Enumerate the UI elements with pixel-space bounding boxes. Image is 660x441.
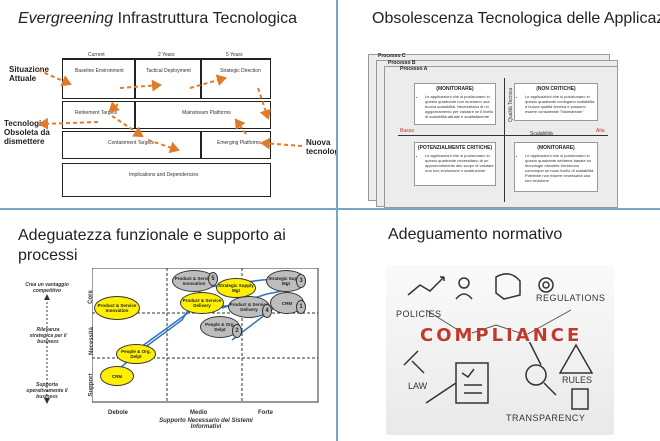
box-monitorare-top: (MONITORARE) Le applicazioni che si posi…	[414, 83, 496, 125]
warning-icon	[558, 343, 594, 374]
axis-low-x: Bassa	[400, 128, 414, 134]
cell-emerging-platforms: Emerging Platforms	[201, 131, 271, 159]
x-label-forte: Forte	[258, 410, 273, 416]
bubble-psi-grey: Product & Service Innovation	[172, 270, 216, 292]
axis-x-label: Scalabilità	[530, 131, 553, 137]
word-law: LAW	[408, 381, 428, 391]
word-policies: POLICIES	[396, 309, 442, 319]
col-2years: 2 Years	[158, 52, 175, 58]
cell-strategic-direction: Strategic Direction	[201, 59, 271, 99]
label-tecnologia-obsoleta: Tecnologia Obsoleta da dismettere	[4, 119, 50, 146]
adeguamento-title: Adeguamento normativo	[388, 226, 563, 243]
arrow-down-to-containment	[147, 139, 180, 154]
growth-icon	[407, 276, 445, 296]
arrow-nuova	[260, 137, 303, 150]
gear-icon	[538, 277, 554, 293]
badge-1: 1	[296, 300, 306, 314]
label-situazione-attuale: Situazione Attuale	[9, 65, 50, 83]
box-potenzialmente-critiche: (POTENZIALMENTE CRITICHE) Le applicazion…	[414, 142, 496, 186]
arrow-baseline-tactical	[119, 79, 162, 92]
cell-tactical-deployment: Tactical Deployment	[135, 59, 201, 99]
label-nuova-tecnologia: Nuova tecnologia	[306, 138, 336, 156]
bubble-psd-yellow: Product & Service Delivery	[180, 292, 224, 314]
col-5years: 5 Years	[226, 52, 243, 58]
adeguatezza-title: Adeguatezza funzionale e supporto ai pro…	[18, 227, 286, 264]
axis-high-x: Alta	[596, 128, 605, 134]
x-label-debole: Debole	[108, 410, 129, 416]
bubble-crm-yellow: CRM	[100, 366, 134, 386]
box-monitorare-bottom: (MONITORARE) Le applicazioni che si posi…	[514, 142, 598, 192]
quadrant-obsolescenza: Obsolescenza Tecnologica delle Applicazi…	[338, 0, 660, 208]
badge-3: 3	[296, 274, 306, 288]
magnifier-icon	[525, 364, 547, 386]
sheet-label-c: Processo C	[378, 53, 406, 59]
badge-2: 2	[232, 324, 242, 338]
arrow-to-retirement	[108, 101, 120, 113]
badge-4: 4	[262, 304, 272, 318]
sheet-label-b: Processo B	[388, 60, 416, 66]
arrow-retirement-obsoleta	[38, 117, 99, 130]
col-current: Current	[88, 52, 105, 58]
obsolescenza-title-line1: Obsolescenza Tecnologica delle Applicazi…	[372, 10, 660, 27]
box-non-critiche: (NON CRITICHE) Le applicazioni che si po…	[514, 83, 598, 121]
quadrant-evergreening: Evergreening Infrastruttura Tecnologica …	[0, 0, 336, 208]
bubble-ssm-yellow: Strategic Supply Mgt	[216, 278, 256, 298]
side-rilevanza: Rilevanza strategica per il business	[29, 327, 67, 345]
arrow-baseline-containment	[111, 115, 144, 138]
cell-implications: Implications and Dependencies	[62, 163, 271, 197]
bubble-crm-grey: CRM	[270, 292, 304, 314]
compliance-illustration: POLICIES REGULATIONS COMPLIANCE LAW RULE…	[386, 265, 614, 435]
cell-mainstream-platforms: Mainstream Platforms	[135, 101, 271, 129]
quadrant-adeguatezza: Adeguatezza funzionale e supporto ai pro…	[0, 210, 336, 441]
word-regulations: REGULATIONS	[536, 293, 606, 303]
person-icon	[458, 277, 470, 289]
bubble-psi-yellow: Product & Service Innovation	[94, 296, 140, 320]
clipboard-icon	[455, 362, 489, 404]
cell-baseline-environment: Baseline Environment	[62, 59, 135, 99]
title-rest: Infrastruttura Tecnologica	[113, 10, 297, 27]
cell-retirement-targets: Retirement Targets	[62, 101, 135, 129]
title-italic: Evergreening	[18, 10, 114, 27]
side-double-arrow	[44, 294, 50, 404]
side-crea-vantaggio: Crea un vantaggio competitivo	[25, 282, 69, 294]
matrix-axis-vertical	[504, 78, 505, 202]
horizontal-divider	[0, 208, 660, 210]
x-label-medio: Medio	[190, 410, 208, 416]
bubble-ssm-grey: Strategic Supply Mgt	[266, 270, 306, 292]
arrow-strategic-down	[257, 87, 272, 120]
arrow-situazione	[37, 69, 72, 87]
head-question-icon	[495, 273, 521, 300]
lifecycle-arrows	[37, 69, 303, 154]
badge-5: 5	[208, 272, 218, 286]
file-icon	[571, 388, 589, 410]
x-axis-title: Supporto Necessario dei Sistemi Informat…	[159, 418, 253, 430]
gavel-icon	[403, 350, 425, 374]
vertical-divider	[336, 0, 338, 441]
sheet-label-a: Processo A	[400, 66, 428, 72]
word-rules: RULES	[562, 375, 593, 385]
evergreening-title: Evergreening Infrastruttura Tecnologica	[18, 10, 297, 28]
bubble-pod-yellow: People & Org. Delpt	[116, 344, 156, 364]
grid-header-line	[62, 58, 271, 59]
word-transparency: TRANSPARENCY	[506, 413, 586, 423]
arrow-emerging-mainstream	[234, 118, 247, 135]
quadrant-adeguamento: Adeguamento normativo	[338, 210, 660, 441]
word-compliance: COMPLIANCE	[420, 325, 583, 346]
arrow-tactical-strategic	[189, 74, 227, 89]
matrix-axis-horizontal	[398, 135, 608, 136]
